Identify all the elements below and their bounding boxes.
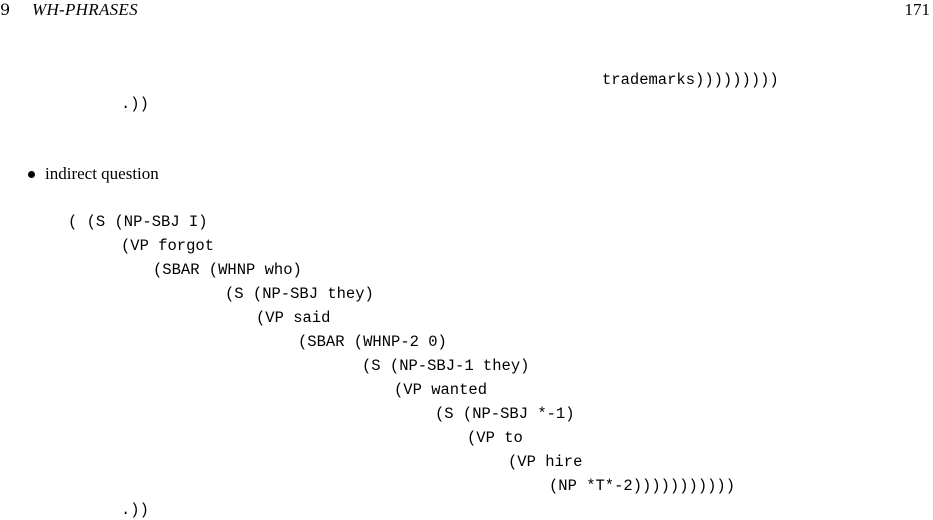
tree-line: ( (S (NP-SBJ I) <box>68 213 208 231</box>
chapter-number: 9 <box>0 0 11 19</box>
tree-line: (VP to <box>467 429 523 447</box>
bullet-icon <box>28 170 35 178</box>
tree-line: (S (NP-SBJ they) <box>225 285 374 303</box>
fragment-line-2: .)) <box>121 95 149 113</box>
tree-line: .)) <box>121 501 149 519</box>
tree-line: (VP said <box>256 309 331 327</box>
bullet-text: indirect question <box>45 164 159 183</box>
tree-line: (VP wanted <box>394 381 488 399</box>
tree-line: (SBAR (WHNP-2 0) <box>298 333 447 351</box>
chapter-title: WH-PHRASES <box>32 0 138 19</box>
tree-line: (VP hire <box>508 453 583 471</box>
tree-line: (SBAR (WHNP who) <box>153 261 302 279</box>
tree-line: (NP *T*-2))))))))))) <box>549 477 736 495</box>
tree-line: (S (NP-SBJ-1 they) <box>362 357 530 375</box>
tree-line: (VP forgot <box>121 237 215 255</box>
bullet-item: indirect question <box>28 164 159 184</box>
tree-line: (S (NP-SBJ *-1) <box>435 405 575 423</box>
page-number: 171 <box>904 0 931 19</box>
fragment-line-1: trademarks))))))))) <box>602 71 779 89</box>
